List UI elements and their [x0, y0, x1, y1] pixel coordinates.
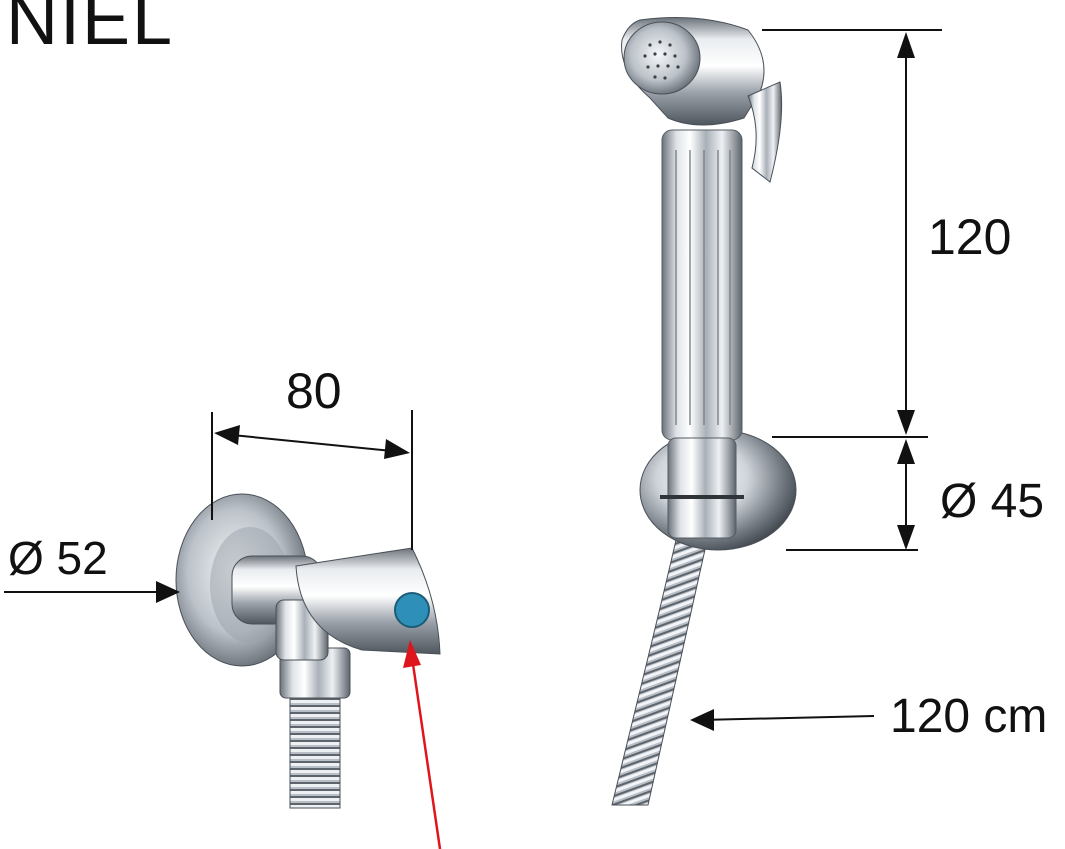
- flange-arrow: [156, 581, 180, 603]
- handle-top-arrow: [897, 32, 915, 58]
- valve-handle: [295, 547, 441, 655]
- valve-length-label: 80: [286, 363, 342, 419]
- hand-shower: [611, 17, 797, 806]
- brand-fragment: NIEL: [6, 0, 174, 60]
- angle-valve: [175, 493, 441, 809]
- flange-diameter-label: Ø 52: [8, 532, 108, 584]
- holder-diameter-label: Ø 45: [940, 475, 1044, 528]
- handle-collar: [667, 437, 737, 539]
- spray-face: [623, 21, 701, 95]
- holder-bottom-arrow: [897, 525, 915, 550]
- holder-top-arrow: [897, 439, 915, 464]
- red-pointer-arrow: [403, 640, 442, 849]
- handle-bottom-arrow: [897, 410, 915, 435]
- arrowheads: [156, 32, 915, 731]
- valve-hose: [289, 689, 341, 809]
- valve-right-arrow: [384, 439, 410, 459]
- hose-length-leader: [699, 715, 875, 721]
- shower-hose: [611, 539, 707, 806]
- cold-indicator-dot: [394, 592, 430, 628]
- valve-length-line: [221, 433, 403, 453]
- handle-length-label: 120: [928, 209, 1011, 265]
- dimension-lines: [4, 29, 942, 721]
- handle-ribs: [675, 150, 731, 425]
- hose-arrow: [690, 709, 714, 731]
- spray-holes: [643, 40, 680, 80]
- valve-left-arrow: [214, 425, 240, 445]
- trigger-lever: [747, 81, 783, 183]
- hose-length-label: 120 cm: [890, 690, 1047, 743]
